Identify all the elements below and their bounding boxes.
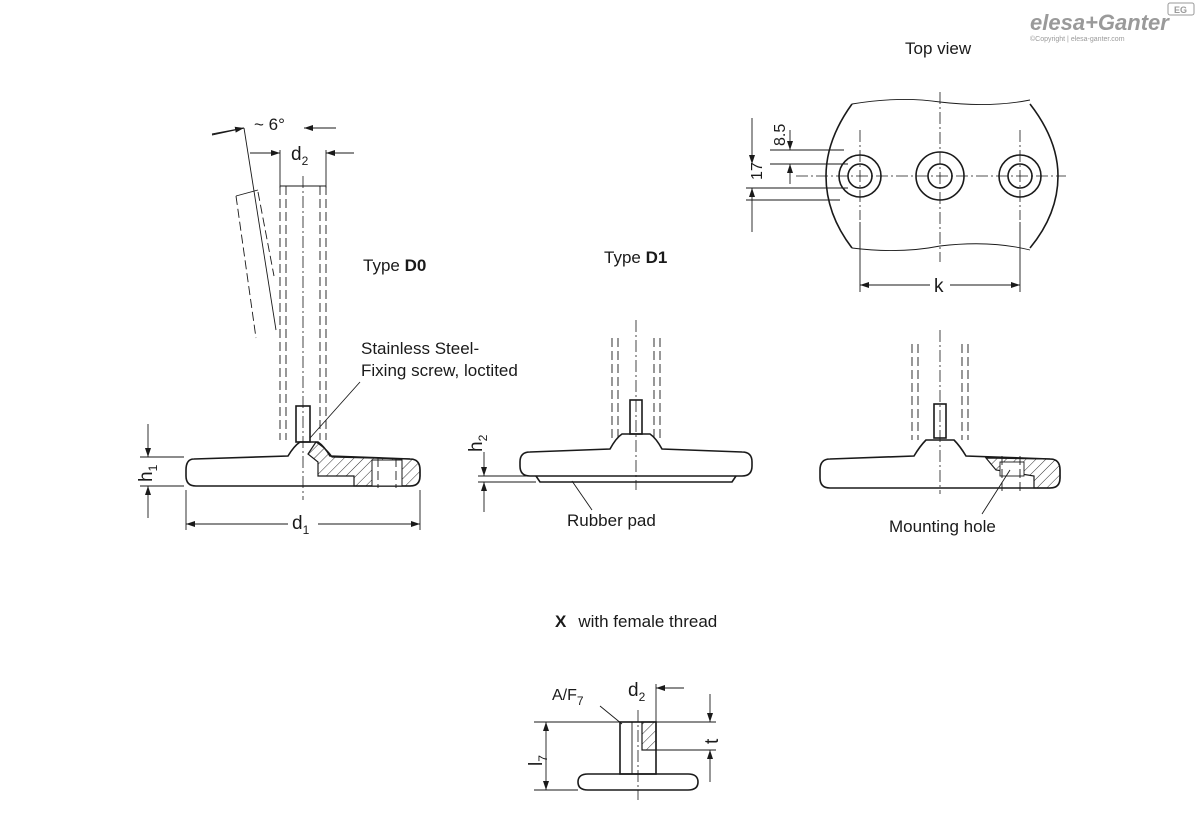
dim-17-label: 17 [749, 162, 766, 180]
mounting-hole-label: Mounting hole [889, 517, 996, 536]
screw-label-line2: Fixing screw, loctited [361, 361, 518, 380]
type-d1-title: Type D1 [604, 248, 667, 267]
logo-brand-text: elesa+Ganter [1030, 10, 1170, 35]
d1-base [519, 433, 753, 477]
section-screw [933, 403, 947, 439]
rubber-pad-label: Rubber pad [567, 511, 656, 530]
variant-thread-hatch [641, 721, 657, 751]
d0-section-hatch [307, 441, 421, 487]
d2-label: d2 [291, 144, 309, 168]
top-view-break-top [851, 98, 1031, 106]
variant-base [577, 773, 699, 791]
k-label: k [934, 276, 944, 297]
mounting-hole-right [998, 154, 1042, 198]
rubber-pad-leader [571, 480, 593, 511]
tilted-stud-ghost [235, 191, 275, 339]
section-stud-hidden [911, 344, 969, 440]
type-d1-view: Type D1 h2 Rubber pad [466, 248, 753, 530]
h1-label: h1 [136, 464, 160, 482]
rubber-pad-shape [535, 475, 737, 483]
type-d0-title: Type D0 [363, 256, 426, 275]
d0-screw [295, 405, 311, 443]
mounting-hole-left [838, 154, 882, 198]
screw-label-line1: Stainless Steel- [361, 339, 479, 358]
brand-logo: elesa+Ganter ©Copyright | elesa-ganter.c… [1030, 2, 1195, 43]
d2x-label: d2 [628, 680, 646, 704]
mounting-hole-section-view: Mounting hole [819, 330, 1061, 536]
angle-arrow-left [211, 126, 245, 135]
d1-label: d1 [292, 513, 310, 537]
logo-copyright: ©Copyright | elesa-ganter.com [1030, 35, 1125, 43]
type-d0-view: ~ 6° d2 h1 d1 Type D0 Stainless St [136, 115, 518, 537]
af-leader [599, 705, 623, 725]
logo-badge [1167, 2, 1195, 16]
t-label: t [702, 738, 723, 744]
screw-leader-line [309, 381, 361, 439]
h2-label: h2 [466, 434, 490, 452]
mounting-hole-leader [981, 469, 1011, 515]
angle-label: ~ 6° [254, 115, 285, 134]
logo-badge-text: EG [1174, 5, 1187, 15]
center-boss [915, 151, 965, 201]
l7-label: l7 [526, 755, 550, 766]
top-view-title: Top view [905, 39, 972, 58]
dim-8-5-label: 8.5 [772, 124, 789, 146]
top-view: Top view 8.5 17 [746, 39, 1066, 297]
top-view-break-bottom [851, 243, 1031, 252]
af-label: A/F7 [552, 687, 584, 708]
